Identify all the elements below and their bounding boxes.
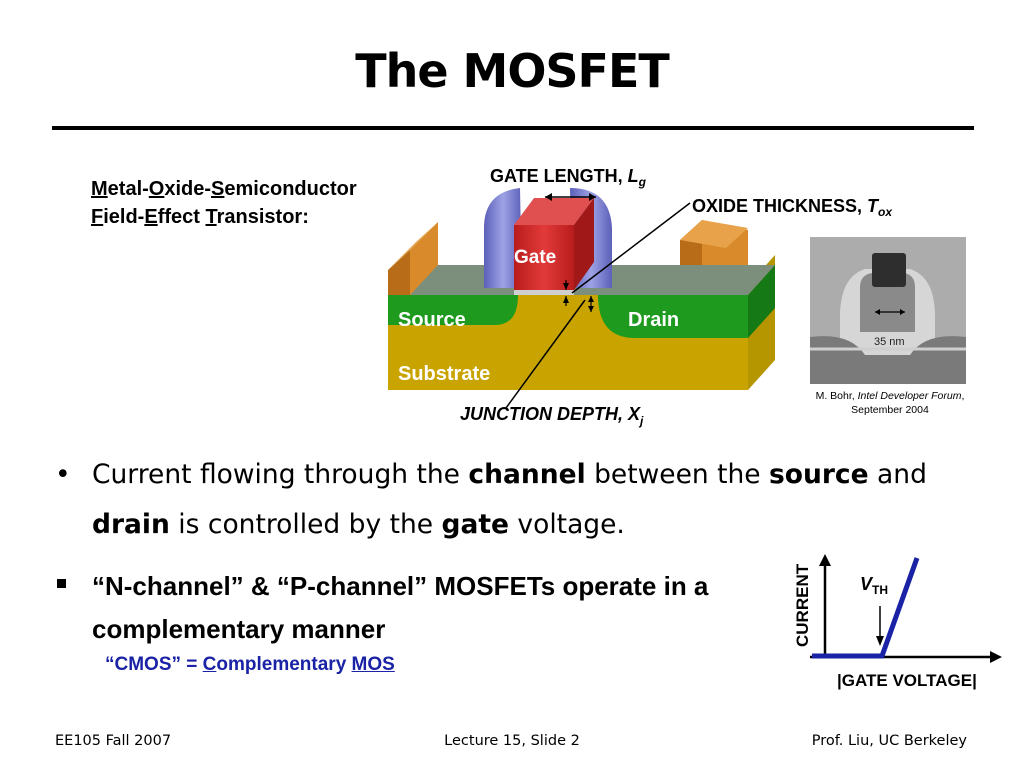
- source-region: [388, 295, 518, 325]
- gate-length-label: GATE LENGTH, Lg: [490, 166, 647, 189]
- footer-course: EE105 Fall 2007: [55, 733, 172, 749]
- drain-label: Drain: [628, 309, 679, 331]
- source-contact: [410, 222, 438, 295]
- left-spacer: [484, 188, 522, 288]
- y-axis-label: CURRENT: [793, 563, 812, 647]
- scale-label: 35 nm: [874, 336, 905, 348]
- iv-curve: [812, 557, 920, 659]
- x-axis-label: |GATE VOLTAGE|: [837, 671, 977, 690]
- bullet-dot-icon: •: [55, 459, 71, 490]
- substrate-label: Substrate: [398, 363, 490, 385]
- footer-slide-number: Lecture 15, Slide 2: [444, 733, 580, 749]
- square-bullet-icon: [57, 579, 66, 588]
- junction-depth-pointer: [505, 299, 586, 409]
- title-divider: [52, 126, 974, 130]
- threshold-voltage-graph: VTH CURRENT |GATE VOLTAGE|: [793, 554, 1002, 690]
- bullet-text: “N-channel” & “P-channel” MOSFETs operat…: [92, 571, 709, 644]
- junction-depth-label: JUNCTION DEPTH, Xj: [460, 404, 644, 428]
- cmos-definition: “CMOS” = Complementary MOS: [105, 654, 395, 675]
- oxide-thickness-label: OXIDE THICKNESS, Tox: [692, 196, 893, 219]
- acronym-line: Metal-Oxide-Semiconductor: [91, 178, 357, 200]
- drain-region: [598, 295, 748, 338]
- footer-author: Prof. Liu, UC Berkeley: [811, 733, 967, 749]
- gate-label: Gate: [514, 247, 556, 268]
- bullet-text: Current flowing through the channel betw…: [92, 459, 927, 540]
- gate-oxide: [514, 290, 574, 295]
- oxide-thickness-pointer: [571, 202, 691, 294]
- slide-title: The MOSFET: [355, 44, 670, 98]
- mosfet-cross-section-diagram: Gate Source Drain Substrate GATE LENGTH,…: [388, 166, 893, 428]
- photo-caption: M. Bohr, Intel Developer Forum, Septembe…: [815, 390, 965, 416]
- transistor-sem-photo: 35 nm: [810, 237, 966, 384]
- vth-label: VTH: [860, 574, 888, 597]
- gate-electrode: [514, 225, 574, 290]
- acronym-line: Field-Effect Transistor:: [91, 206, 309, 228]
- source-label: Source: [398, 309, 466, 331]
